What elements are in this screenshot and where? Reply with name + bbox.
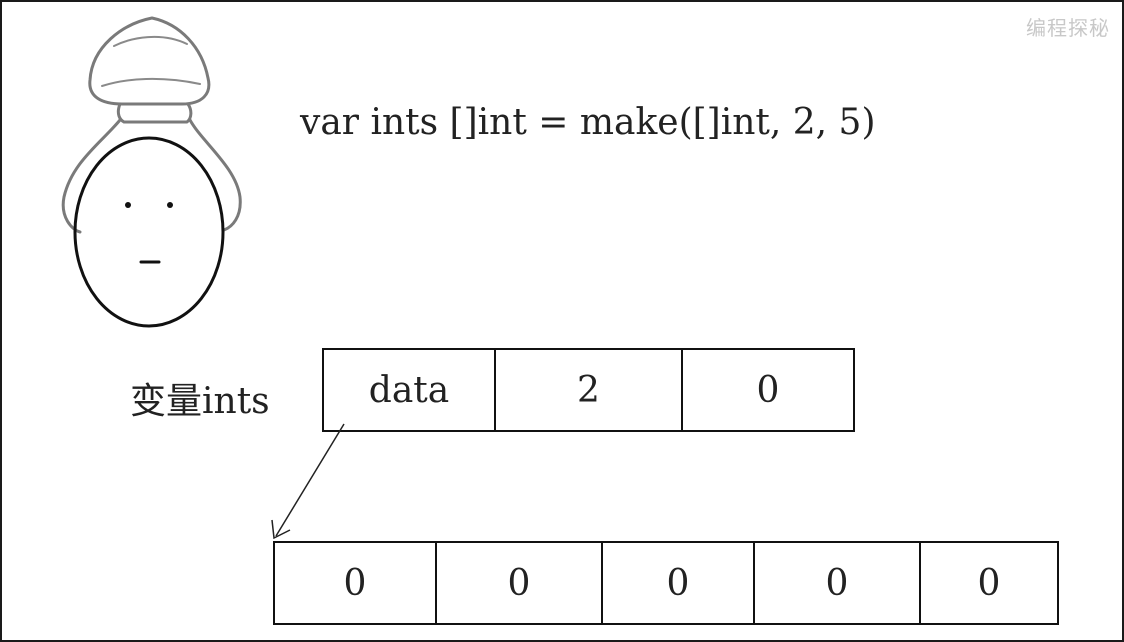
left-eye [125, 202, 131, 208]
slice-header-cell-cap: 0 [756, 370, 780, 411]
hood-outline [61, 118, 242, 234]
watermark: 编程探秘 [1026, 16, 1110, 40]
slice-header-cell-len: 2 [577, 370, 600, 411]
hat-collar [116, 102, 193, 124]
hat-texture [101, 35, 201, 87]
slice-header-box [322, 348, 855, 432]
face-outline [73, 136, 225, 328]
array-cell: 0 [825, 563, 849, 604]
array-cell: 0 [666, 563, 690, 604]
right-eye [167, 202, 173, 208]
backing-array-box [273, 541, 1059, 625]
array-cell: 0 [507, 563, 531, 604]
array-cell: 0 [343, 563, 367, 604]
pointer-arrow [271, 423, 345, 540]
array-cell: 0 [977, 563, 1001, 604]
character-illustration [61, 16, 242, 328]
variable-label: 变量ints [130, 381, 270, 422]
hat-dome [88, 16, 211, 106]
slice-header-cell-data: data [368, 370, 450, 411]
code-statement: var ints []int = make([]int, 2, 5) [300, 102, 876, 143]
